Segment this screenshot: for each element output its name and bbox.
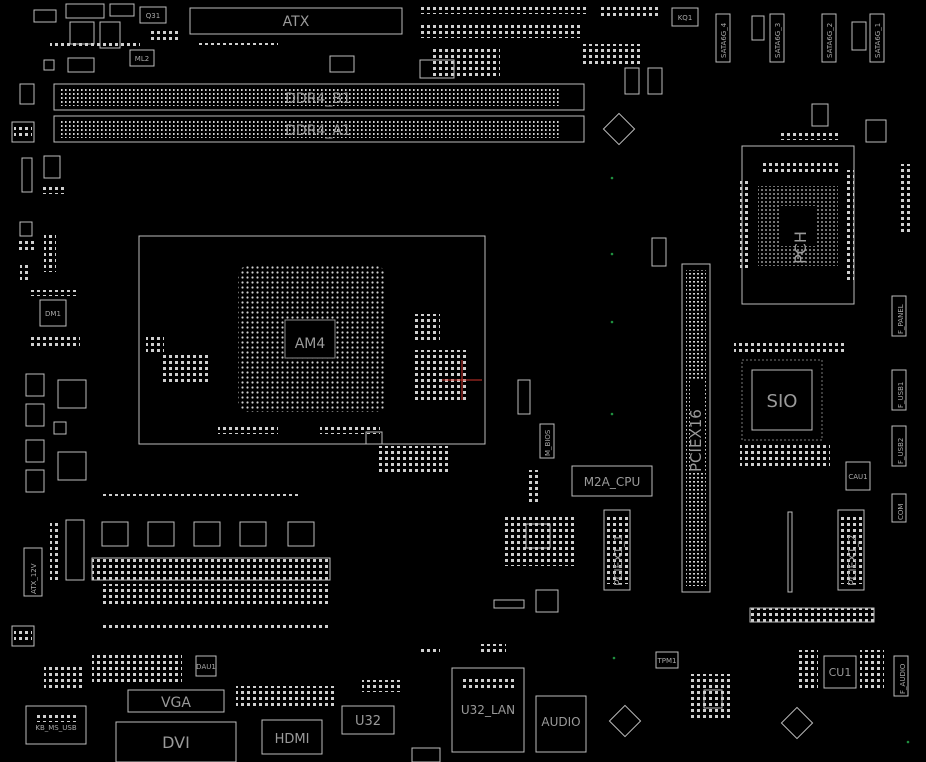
ml2-chip: ML2 — [129, 49, 155, 67]
m2a-cpu-label: M2A_CPU — [584, 475, 641, 489]
pciex1-2-label: PCIEX1_2 — [846, 534, 859, 586]
com-label: COM — [897, 504, 905, 520]
cpu-label: AM4 — [295, 336, 326, 352]
kb-ms-usb-connector: KB_MS_USB — [25, 664, 87, 745]
dau1-label: DAU1 — [196, 663, 216, 671]
bottom-right-components — [602, 112, 814, 740]
f-audio-label: F_AUDIO — [899, 663, 907, 694]
cpu-socket: AM4 — [138, 235, 486, 445]
vga-label: VGA — [161, 695, 191, 711]
ddr4-a1-slot: DDR4_A1 — [53, 115, 585, 143]
ddr4-a1-label: DDR4_A1 — [285, 123, 351, 139]
sata3-label: SATA6G_3 — [774, 23, 782, 58]
pciex16-slot: PCIEX16 — [651, 237, 711, 593]
sio-chip: SIO — [734, 340, 844, 466]
dvi-connector: DVI — [115, 721, 237, 762]
f-panel-label: F_PANEL — [897, 304, 905, 334]
probe-marker — [442, 360, 482, 400]
ml2-label: ML2 — [135, 55, 149, 63]
vrm-components — [50, 494, 331, 628]
sio-label: SIO — [767, 391, 798, 412]
sata-headers: SATA6G_4 SATA6G_3 SATA6G_2 SATA6G_1 — [715, 13, 885, 63]
pciex1-2-slot: PCIEX1_2 — [837, 509, 865, 591]
cu1-label: CU1 — [829, 666, 852, 679]
cau1-chip: CAU1 — [845, 461, 871, 491]
dvi-label: DVI — [162, 733, 190, 752]
ddr4-b1-slot: DDR4_B1 — [53, 83, 585, 111]
pciex16-label: PCIEX16 — [687, 409, 705, 472]
right-edge-headers: F_PANEL F_USB1 F_USB2 COM F_AUDIO — [749, 119, 910, 697]
vias — [610, 176, 910, 744]
pciex1-1-label: PCIEX1_1 — [612, 534, 625, 586]
atx-connector: ATX — [189, 7, 403, 45]
atx-12v-connector: ATX_12V — [23, 547, 43, 597]
ddr4-b1-label: DDR4_B1 — [285, 91, 351, 107]
hdmi-connector: HDMI — [236, 686, 336, 755]
kq1-chip: KQ1 — [671, 7, 699, 27]
kq1-label: KQ1 — [678, 14, 693, 22]
f-usb2-label: F_USB2 — [897, 438, 905, 464]
tpm-chip: TPM1 — [655, 651, 679, 669]
hdmi-label: HDMI — [275, 732, 310, 747]
cu1-chip: CU1 — [796, 650, 884, 690]
audio-connector: AUDIO — [535, 695, 587, 753]
dm1-label: DM1 — [45, 310, 61, 318]
kb-ms-usb-label: KB_MS_USB — [35, 724, 76, 732]
u32-connector: U32 — [341, 680, 402, 735]
audio-label: AUDIO — [541, 715, 580, 729]
vga-connector: VGA — [92, 654, 225, 713]
dm1-chip: DM1 — [28, 290, 80, 346]
pciex1-1-slot: PCIEX1_1 — [603, 509, 631, 591]
u32-lan-connector: U32_LAN — [451, 644, 525, 753]
atx-12v-label: ATX_12V — [30, 563, 38, 594]
top-left-components — [19, 3, 180, 105]
bios-label: M_BIOS — [544, 429, 552, 456]
sata1-label: SATA6G_1 — [874, 23, 882, 58]
f-usb1-label: F_USB1 — [897, 382, 905, 408]
atx-label: ATX — [283, 14, 310, 30]
dau1-chip: DAU1 — [195, 655, 217, 677]
tpm-label: TPM1 — [657, 657, 677, 665]
u32-label: U32 — [355, 714, 381, 729]
mid-components: M_BIOS — [365, 379, 574, 762]
cau1-label: CAU1 — [848, 473, 867, 481]
q31-chip: Q31 — [139, 6, 167, 24]
top-center-components — [329, 4, 663, 95]
left-edge-components — [11, 121, 87, 647]
sata2-label: SATA6G_2 — [826, 23, 834, 58]
m2a-cpu-slot: M2A_CPU — [571, 465, 653, 497]
u32-lan-label: U32_LAN — [461, 703, 515, 717]
pch-chip: PCH — [740, 103, 855, 305]
sata4-label: SATA6G_4 — [720, 22, 728, 58]
pch-label: PCH — [791, 231, 810, 264]
q31-label: Q31 — [146, 12, 160, 20]
